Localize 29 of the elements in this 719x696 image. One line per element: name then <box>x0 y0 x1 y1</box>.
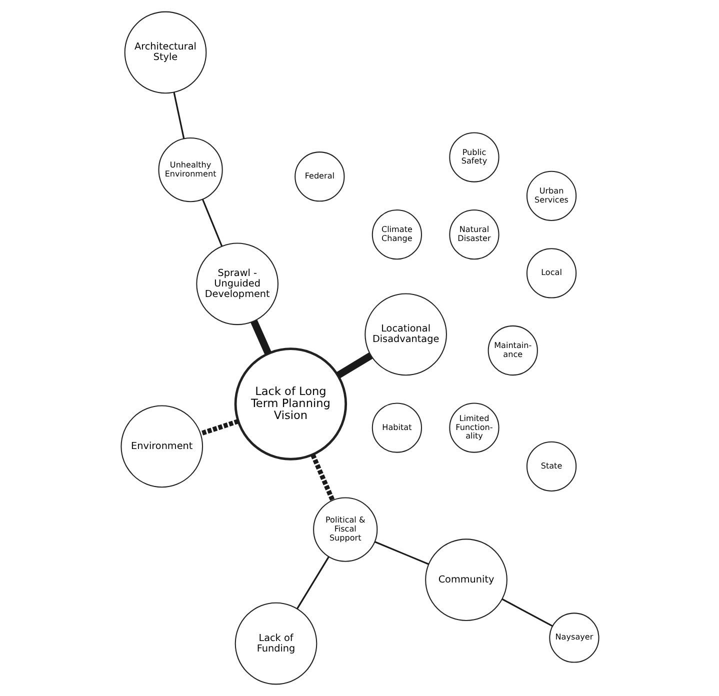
node-circle: Naysayer <box>548 612 599 663</box>
node-circle: Unhealthy Environment <box>158 138 222 202</box>
connector <box>336 352 372 378</box>
node-circle: Climate Change <box>371 209 422 260</box>
node-circle: Lack of Funding <box>234 602 317 685</box>
connector <box>374 541 428 565</box>
node-circle: Public Safety <box>448 132 499 182</box>
connector <box>200 418 239 436</box>
node-circle: Sprawl - Unguided Development <box>196 242 278 326</box>
node-circle: Urban Services <box>526 170 576 221</box>
node-circle: Political & Fiscal Support <box>312 497 378 562</box>
node-circle: Maintain-ance <box>487 325 538 376</box>
node-circle: Natural Disaster <box>448 209 499 260</box>
node-circle: Habitat <box>371 402 422 453</box>
connector <box>201 199 222 247</box>
connector <box>172 92 184 139</box>
connector <box>310 454 334 502</box>
node-circle: Community <box>424 538 507 621</box>
node-circle: State <box>526 441 576 492</box>
node-circle: Architectural Style <box>124 11 206 94</box>
node-circle: Limited Function-ality <box>448 402 499 453</box>
node-circle: Environment <box>120 405 203 488</box>
connector <box>296 556 329 610</box>
connector <box>250 320 272 355</box>
node-circle: Locational Disadvantage <box>364 293 446 376</box>
node-circle: Local <box>526 248 576 298</box>
node-circle: Lack of Long Term Planning Vision <box>234 348 347 460</box>
connector <box>501 598 552 627</box>
node-circle: Federal <box>294 152 344 202</box>
